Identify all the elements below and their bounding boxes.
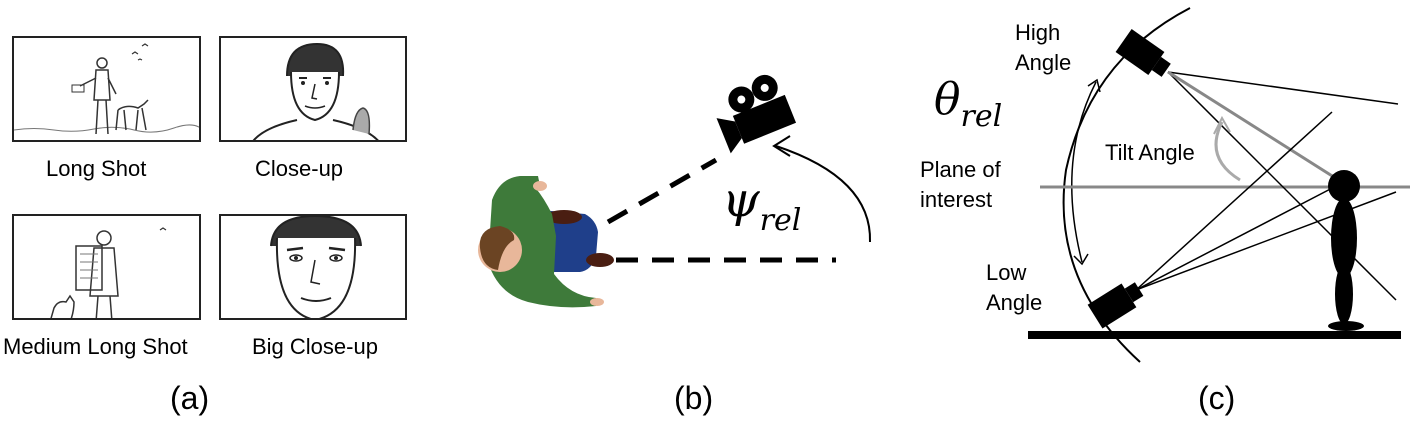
ground-bar	[1028, 331, 1401, 339]
panel-b-caption: (b)	[674, 380, 714, 416]
psi-symbol: ψ	[722, 172, 760, 228]
tilt-range-arrow	[1071, 81, 1097, 263]
theta-symbol: θ	[934, 74, 961, 125]
theta-subscript: rel	[960, 99, 1003, 134]
close-up-frame	[219, 36, 407, 142]
plane-label-line2: interest	[920, 187, 993, 212]
camera-direction-line	[606, 157, 718, 225]
big-close-up-sketch	[270, 216, 362, 318]
plane-of-interest-label: Plane of interest	[920, 155, 1001, 215]
panel-c-caption: (c)	[1198, 380, 1236, 416]
plane-label-line1: Plane of	[920, 157, 1001, 182]
panel-b-relative-yaw: ψrel (b)	[420, 0, 900, 429]
person-top-view	[478, 176, 614, 308]
psi-subscript: rel	[759, 203, 802, 238]
high-angle-camera-icon	[1115, 29, 1171, 77]
movie-camera-icon	[716, 74, 797, 154]
long-shot-label: Long Shot	[46, 156, 147, 181]
medium-long-shot-frame	[12, 214, 201, 320]
tilt-angle-label: Tilt Angle	[1105, 140, 1195, 165]
close-up-label: Close-up	[255, 156, 344, 181]
low-angle-label-line2: Angle	[986, 290, 1043, 315]
panel-b-diagram	[478, 74, 872, 308]
big-close-up-label: Big Close-up	[252, 334, 378, 359]
yaw-arc	[775, 145, 872, 243]
high-angle-label-line2: Angle	[1015, 50, 1072, 75]
medium-long-shot-sketch	[50, 227, 167, 318]
low-angle-label: Low Angle	[986, 258, 1042, 318]
long-shot-sketch	[14, 43, 199, 135]
tilt-angle-arc	[1214, 121, 1241, 182]
big-close-up-frame	[219, 214, 407, 320]
theta-rel-symbol: θrel	[934, 74, 1002, 134]
panel-c-diagram	[1028, 7, 1410, 363]
panel-a-caption: (a)	[170, 380, 210, 416]
yaw-arc-arrowhead	[772, 135, 791, 157]
low-angle-camera-icon	[1087, 282, 1144, 329]
long-shot-frame	[12, 36, 201, 142]
high-angle-label: High Angle	[1015, 18, 1071, 78]
subject-figure	[1328, 170, 1364, 331]
low-angle-label-line1: Low	[986, 260, 1027, 285]
panel-a-shot-types: Long Shot Close-up Medium Long Shot	[0, 0, 420, 429]
psi-rel-symbol: ψrel	[722, 172, 801, 238]
close-up-sketch	[252, 42, 379, 140]
panel-c-tilt-angle: θrel High Angle Plane of interest Tilt A…	[900, 0, 1416, 429]
medium-long-shot-label: Medium Long Shot	[3, 334, 188, 359]
high-angle-label-line1: High	[1015, 20, 1061, 45]
